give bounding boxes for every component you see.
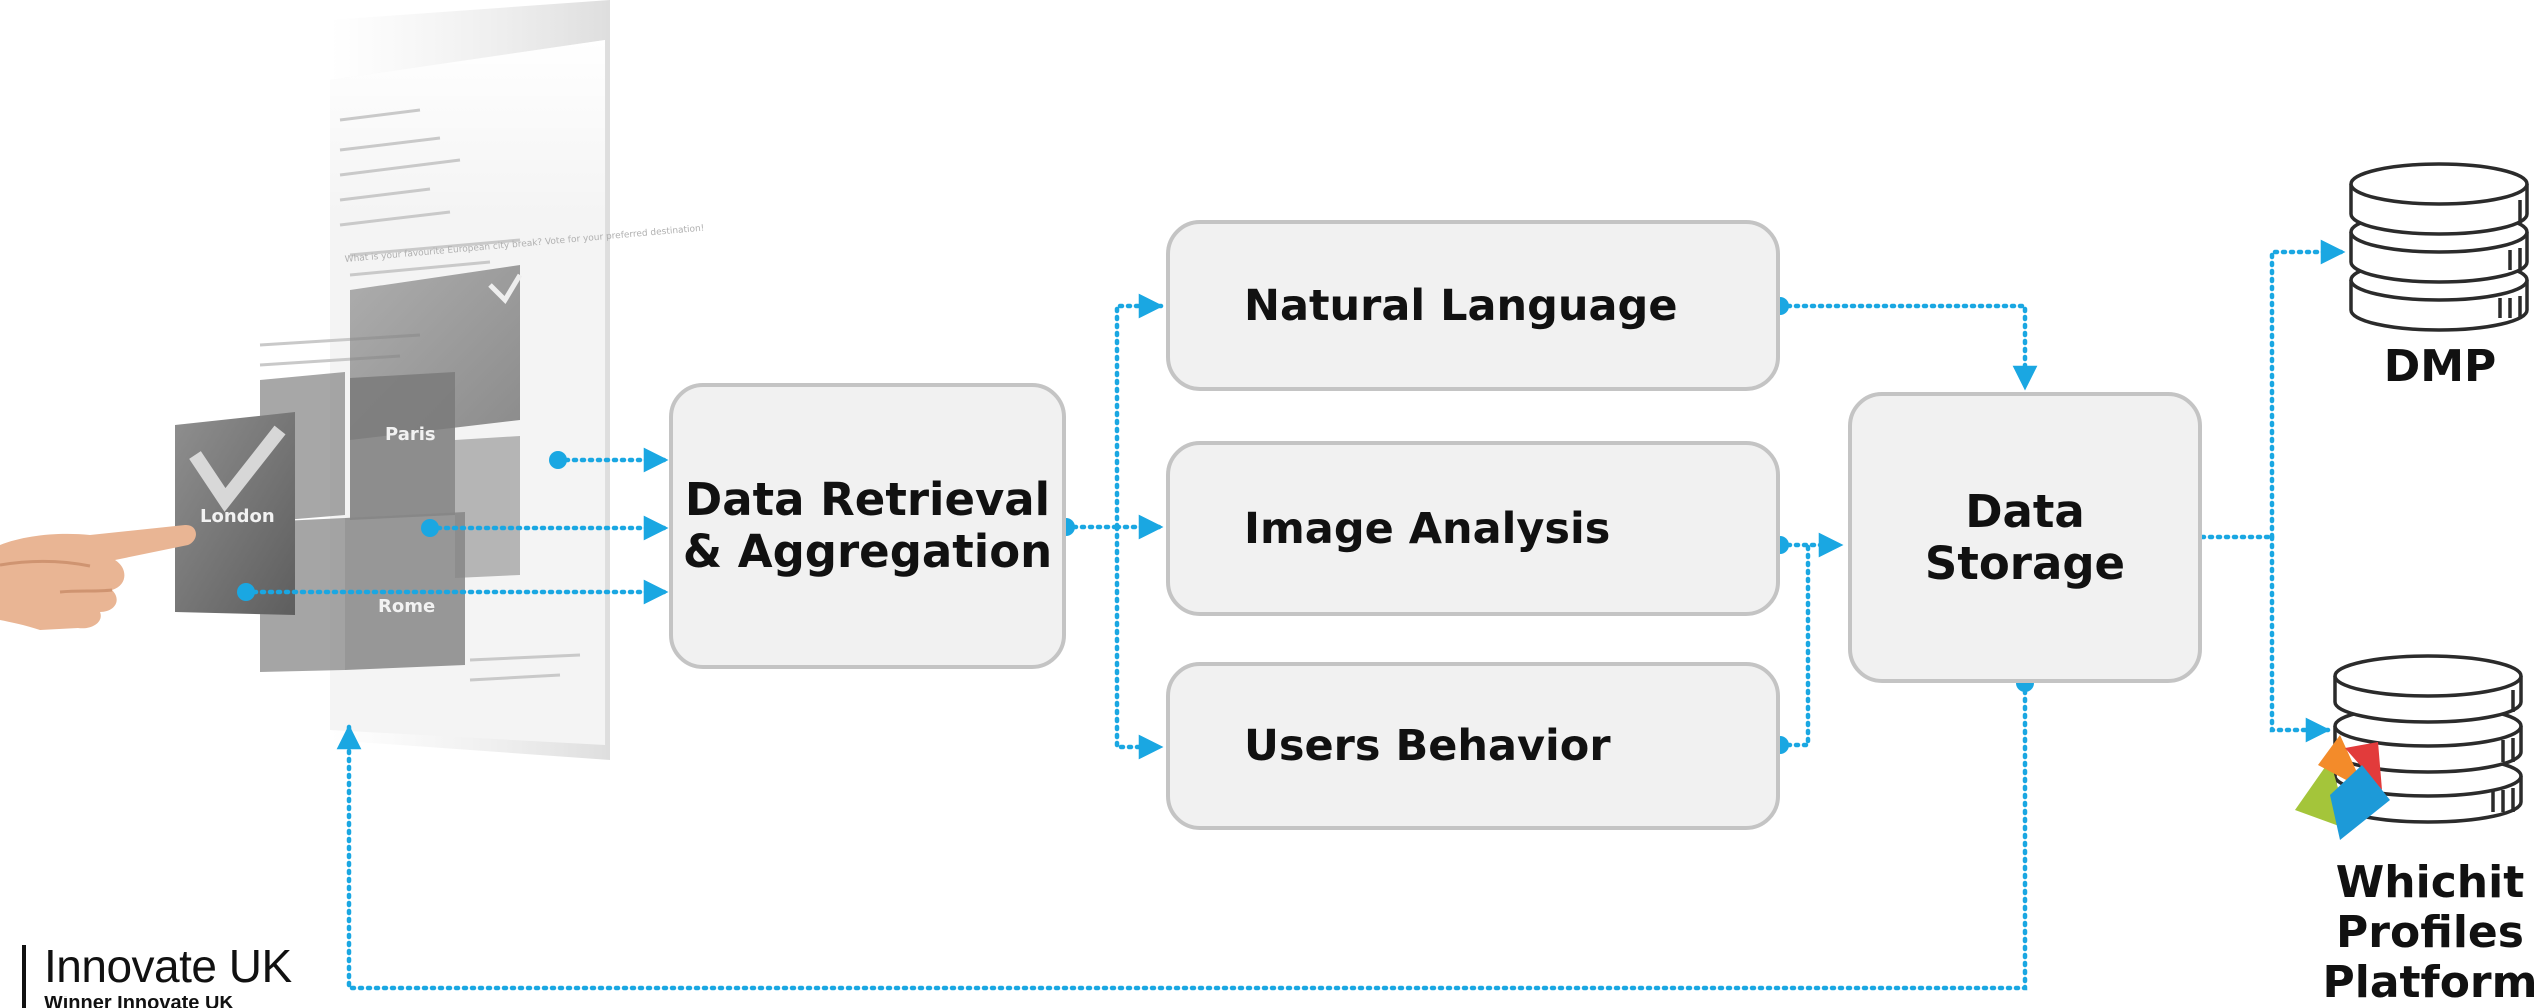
card-paris	[350, 372, 455, 520]
connectors	[243, 239, 2346, 991]
node-data-storage-label: Data Storage	[1924, 484, 2126, 590]
card-rome-right	[455, 436, 520, 578]
poll-illustration: London Paris Rome	[0, 0, 610, 760]
checkmark-icon	[189, 425, 286, 512]
node-image-analysis: Image Analysis	[1166, 441, 1780, 616]
node-data-retrieval-label: Data Retrieval & Aggregation	[682, 473, 1053, 578]
node-natural-language: Natural Language	[1166, 220, 1780, 391]
connector-users-behavior-to-storage	[1777, 542, 1811, 748]
connector-feedback-loop	[336, 680, 2028, 991]
city-label-london: London	[200, 506, 275, 527]
dmp-label: DMP	[2383, 341, 2497, 392]
database-icon-whichit	[2333, 654, 2523, 824]
connector-natural-language-to-storage	[1777, 303, 2038, 391]
node-natural-language-label: Natural Language	[1244, 280, 1678, 331]
node-users-behavior: Users Behavior	[1166, 662, 1780, 830]
node-data-storage: Data Storage	[1848, 392, 2202, 683]
innovate-uk-logo-bar	[22, 945, 26, 1008]
innovate-uk-subtitle: Winner Innovate UK	[44, 996, 234, 1008]
node-users-behavior-label: Users Behavior	[1244, 721, 1611, 771]
pointing-hand	[0, 524, 196, 630]
connector-to-whichit	[2269, 534, 2331, 743]
connector-to-users-behavior	[1114, 524, 1164, 760]
node-image-analysis-label: Image Analysis	[1244, 503, 1611, 554]
city-label-rome: Rome	[378, 596, 435, 617]
database-icon-dmp	[2349, 162, 2529, 332]
node-data-retrieval: Data Retrieval & Aggregation	[669, 383, 1066, 669]
whichit-logo-icon	[2295, 735, 2390, 840]
connector-to-dmp	[2269, 239, 2346, 540]
connector-to-natural-language	[1114, 293, 1164, 530]
innovate-uk-title: Innovate UK	[44, 940, 292, 992]
whichit-platform-label: Whichit Profiles Platform	[2322, 857, 2538, 1008]
city-label-paris: Paris	[385, 424, 436, 445]
